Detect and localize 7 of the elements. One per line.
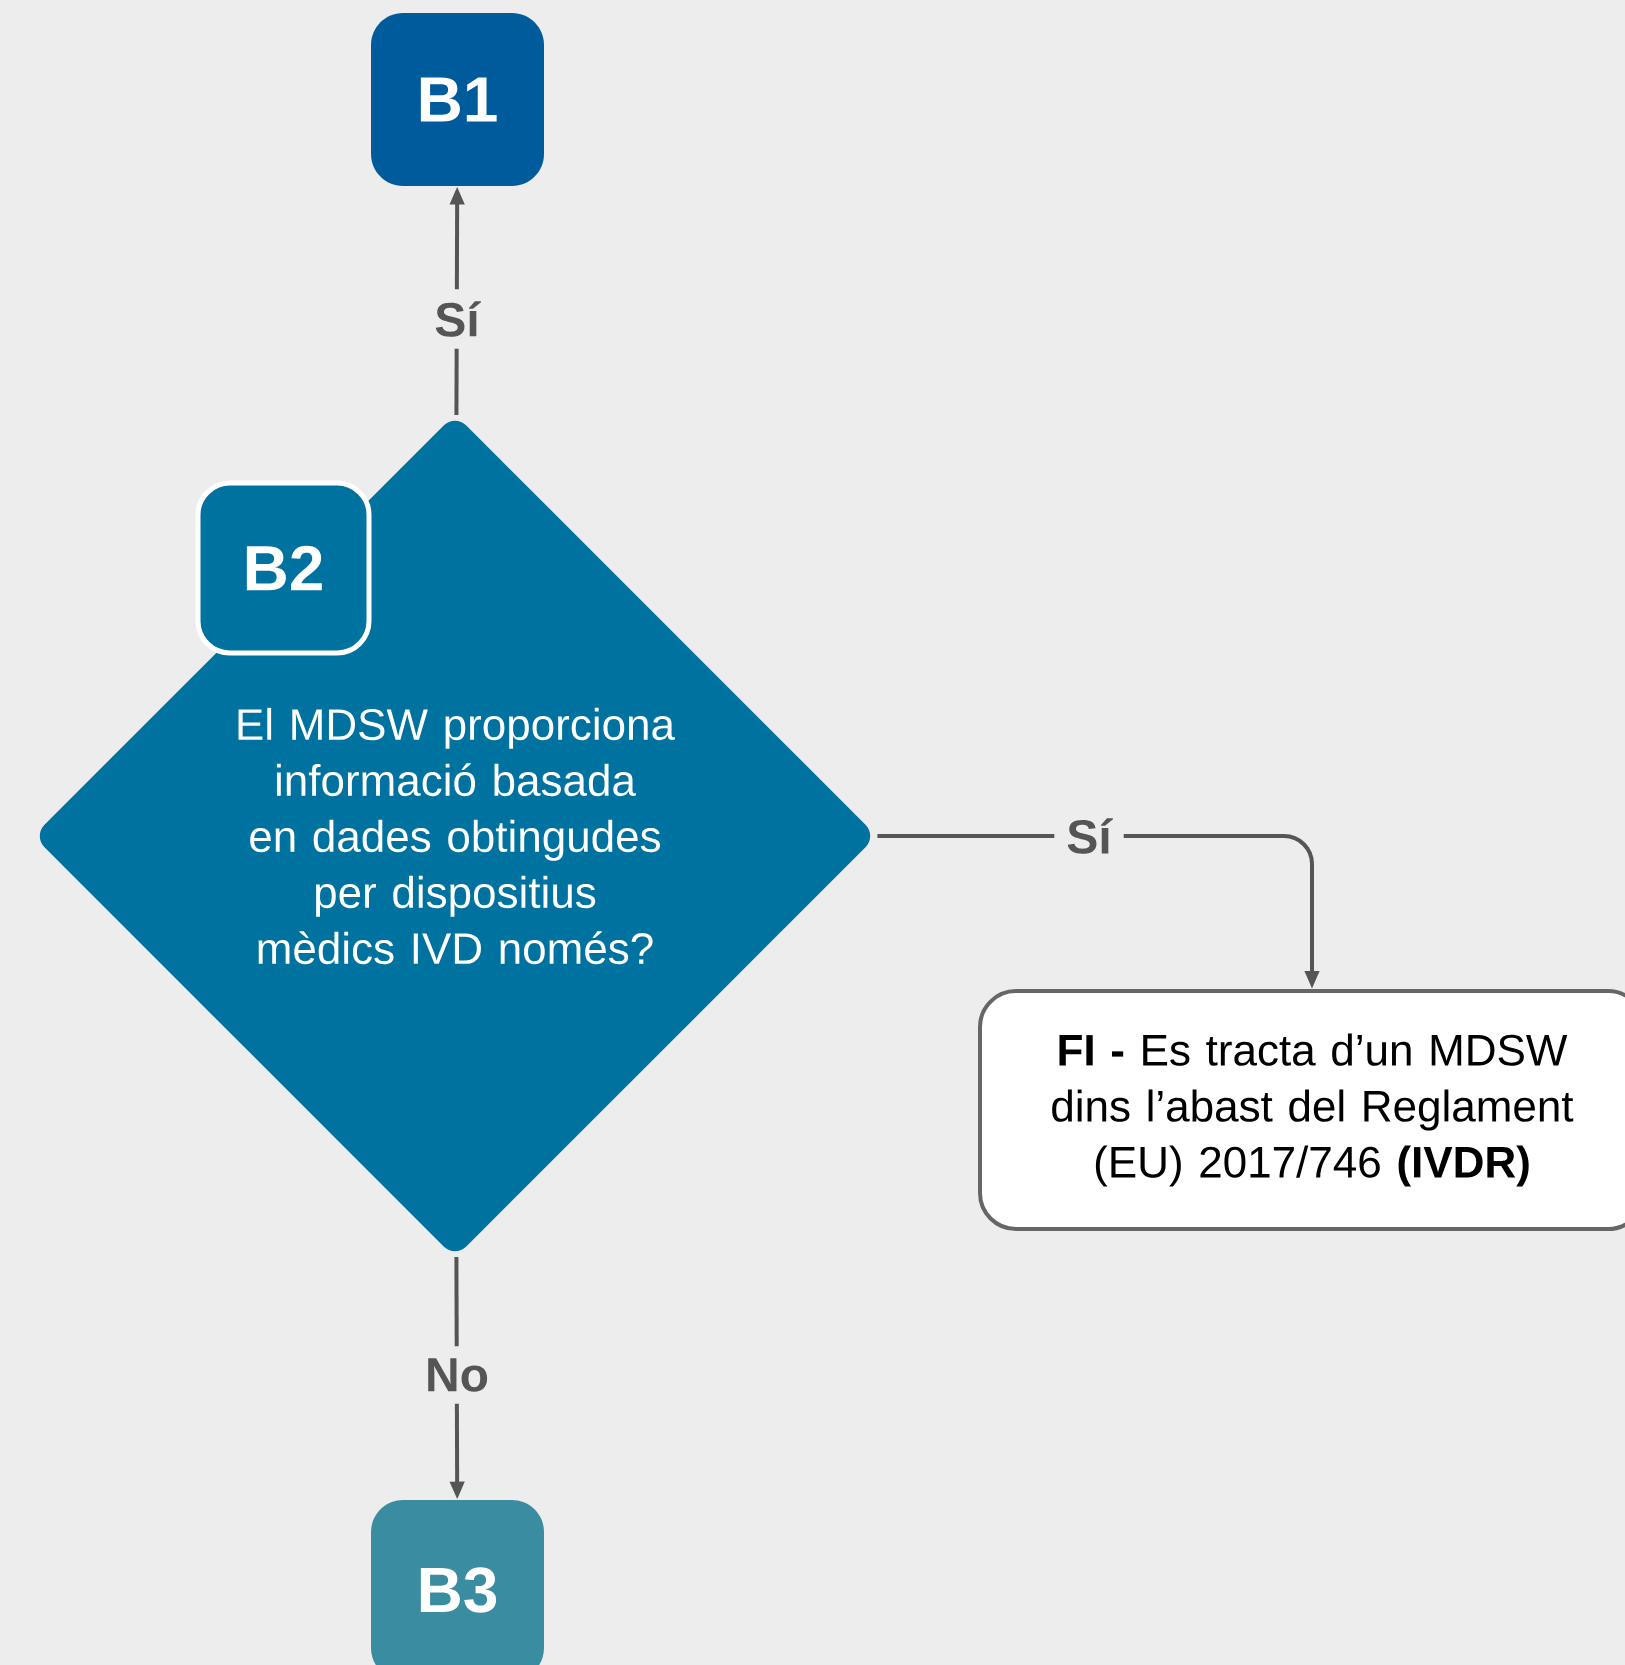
step-box: B2 <box>195 480 372 656</box>
end-box: FI - Es tracta d’un MDSW dins l’abast del Reglament (EU) 2017/746 (IVDR) <box>978 989 1625 1231</box>
edge-label: No <box>413 1346 501 1404</box>
step-box: B1 <box>371 13 544 186</box>
edge-label: Sí <box>422 289 492 349</box>
edge-label: Sí <box>1054 806 1124 866</box>
step-box: B3 <box>371 1500 544 1665</box>
